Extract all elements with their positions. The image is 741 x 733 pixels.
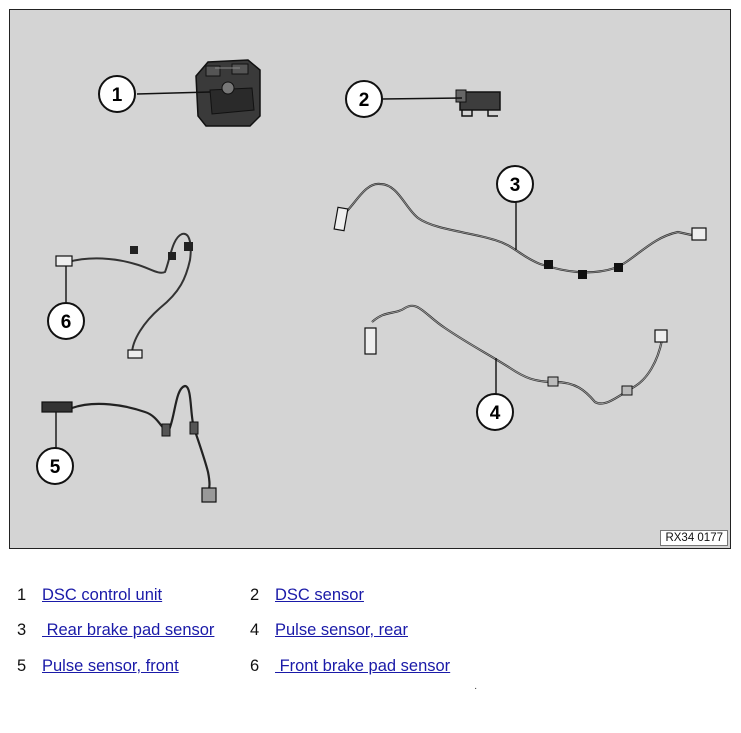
callout-3: 3 — [496, 165, 534, 203]
legend-number: 4 — [250, 621, 260, 639]
legend-number: 5 — [17, 657, 27, 675]
parts-drawing: 1 2 3 4 5 6 — [36, 59, 707, 503]
link-dsc-control-unit[interactable]: DSC control unit — [42, 586, 163, 604]
legend-item-1: 1 DSC control unit — [0, 586, 162, 662]
svg-text:2: 2 — [359, 90, 370, 111]
svg-text:3: 3 — [510, 175, 521, 196]
legend-number: 3 — [17, 621, 27, 639]
svg-text:6: 6 — [61, 312, 72, 333]
legend-number: 2 — [250, 586, 260, 604]
legend-number: 6 — [250, 657, 260, 675]
leader-line-1 — [136, 91, 211, 95]
leader-line-2 — [381, 97, 463, 100]
front-brake-pad-sensor-part — [55, 232, 193, 359]
pulse-sensor-rear-part — [364, 304, 668, 405]
callout-2: 2 — [345, 80, 383, 118]
callout-5: 5 — [36, 447, 74, 485]
legend-number: 1 — [17, 586, 27, 604]
parts-illustration: 1 2 3 4 5 6 RX34 0177 — [9, 9, 731, 549]
legend-item-3: 3 Rear brake pad sensor — [0, 621, 214, 697]
rear-brake-pad-sensor-part — [333, 182, 707, 279]
dsc-sensor-part — [455, 89, 501, 117]
link-pulse-sensor-front[interactable]: Pulse sensor, front — [42, 657, 179, 675]
callout-4: 4 — [476, 393, 514, 431]
stray-dot: · — [474, 683, 478, 694]
link-front-brake-pad-sensor[interactable]: Front brake pad sensor — [275, 657, 451, 675]
link-rear-brake-pad-sensor[interactable]: Rear brake pad sensor — [42, 621, 215, 639]
legend-item-5: 5 Pulse sensor, front — [0, 657, 179, 733]
svg-text:1: 1 — [112, 85, 123, 106]
callout-1: 1 — [98, 75, 136, 113]
svg-text:5: 5 — [50, 457, 61, 478]
legend-item-4: 4 Pulse sensor, rear — [0, 621, 408, 697]
pulse-sensor-front-part — [41, 384, 217, 503]
legend-item-2: 2 DSC sensor — [0, 586, 364, 662]
legend-item-6: 6 Front brake pad sensor — [0, 657, 450, 733]
svg-text:4: 4 — [490, 403, 501, 424]
callout-6: 6 — [47, 302, 85, 340]
link-pulse-sensor-rear[interactable]: Pulse sensor, rear — [275, 621, 408, 639]
dsc-control-unit-part — [195, 59, 261, 127]
figure-code-label: RX34 0177 — [660, 530, 728, 546]
link-dsc-sensor[interactable]: DSC sensor — [275, 586, 364, 604]
